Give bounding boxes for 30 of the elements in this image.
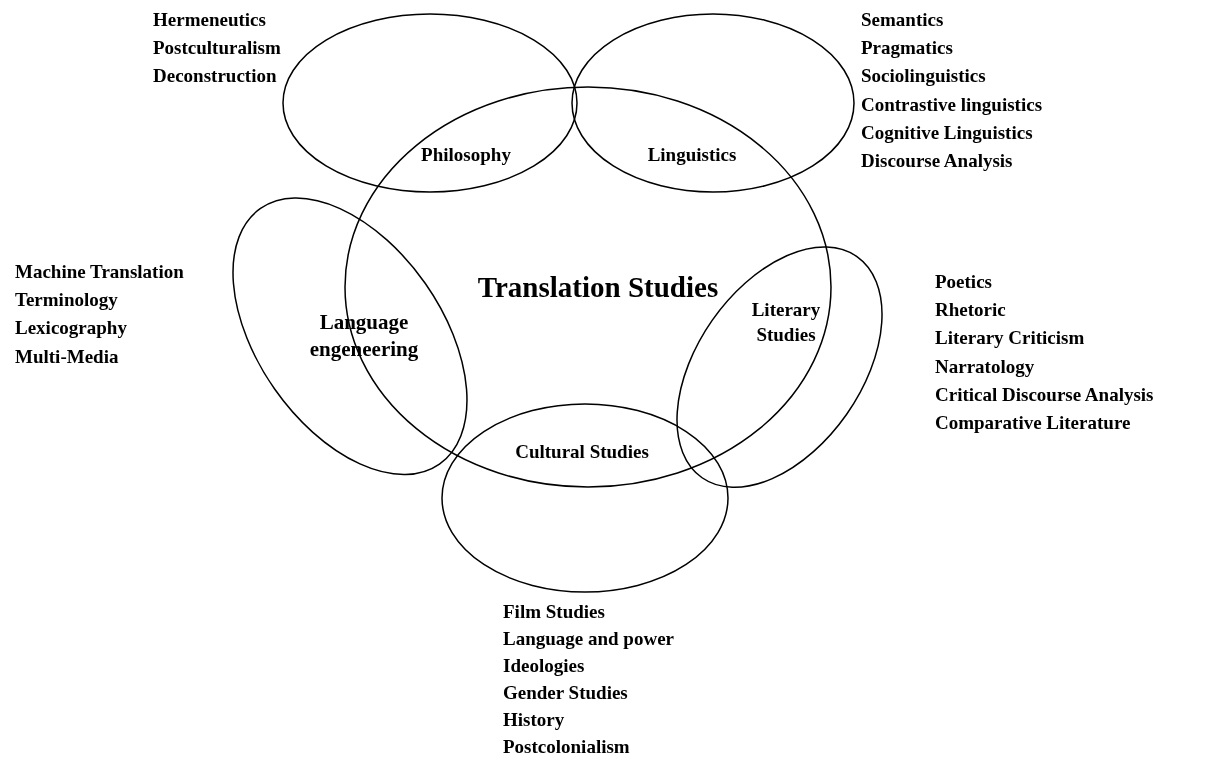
- subfield-label: Critical Discourse Analysis: [935, 382, 1154, 407]
- subfield-label: Discourse Analysis: [861, 149, 1014, 173]
- subfield-label: Semantics: [861, 8, 945, 32]
- subfield-label: Gender Studies: [503, 681, 629, 705]
- subfield-label: Sociolinguistics: [861, 64, 987, 89]
- subfield-label: Film Studies: [503, 600, 606, 624]
- central-field-label: Translation Studies: [477, 270, 719, 306]
- subfield-label: Literary Criticism: [935, 326, 1086, 351]
- subfield-label: Machine Translation: [15, 260, 184, 284]
- subfield-label: Hermeneutics: [153, 8, 267, 32]
- subfield-label: Contrastive linguistics: [861, 92, 1043, 117]
- subfield-label: Postcolonialism: [503, 735, 631, 759]
- subfield-label: Lexicography: [15, 316, 128, 341]
- subfield-label: History: [503, 708, 566, 732]
- subfield-label: Deconstruction: [153, 64, 278, 89]
- field-label: Cultural Studies: [515, 439, 649, 464]
- field-label: Linguistics: [647, 142, 737, 167]
- subfield-label: Postculturalism: [153, 36, 281, 61]
- subfield-label: Pragmatics: [861, 36, 954, 61]
- subfield-label: Language and power: [503, 627, 675, 651]
- subfield-label: Terminology: [15, 288, 119, 313]
- subfield-label: Cognitive Linguistics: [861, 120, 1034, 145]
- subfield-label: Narratology: [935, 354, 1036, 379]
- field-label: Philosophy: [421, 142, 511, 167]
- subfield-label: Multi-Media: [15, 344, 120, 369]
- subfield-label: Ideologies: [503, 654, 586, 678]
- subfield-label: Rhetoric: [935, 298, 1007, 323]
- field-label: Literary Studies: [751, 298, 821, 347]
- subfield-label: Poetics: [935, 270, 993, 294]
- subfield-label: Comparative Literature: [935, 411, 1132, 435]
